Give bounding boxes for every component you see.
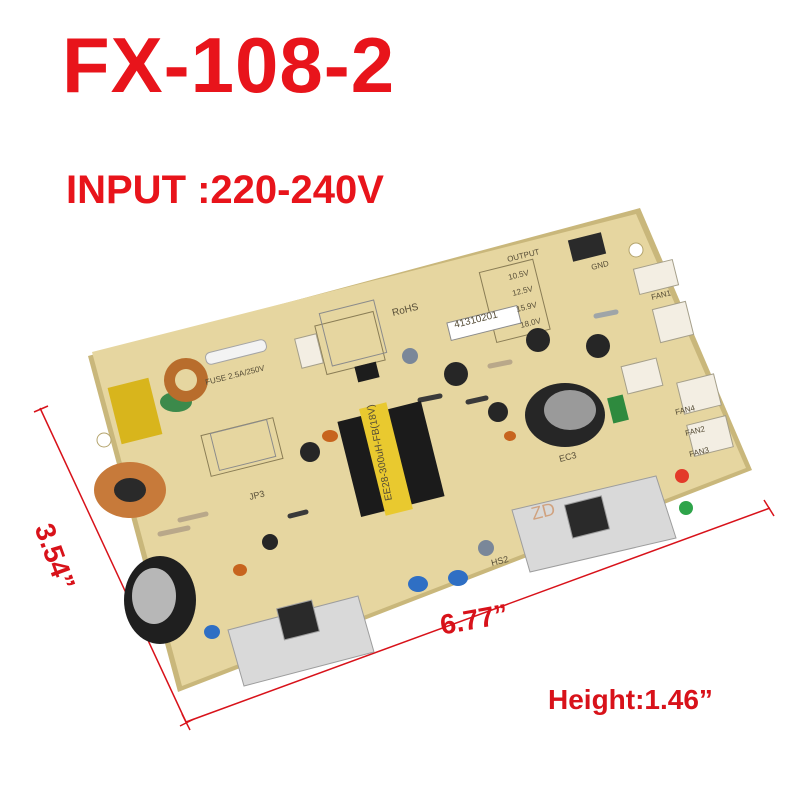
hs2-label: HS2 [490, 554, 509, 568]
heatsinks [227, 475, 677, 687]
gnd-label: GND [590, 259, 610, 272]
label-stickers [209, 299, 522, 472]
resistors [157, 309, 619, 537]
height-dimension-label: Height:1.46” [548, 684, 713, 715]
fan-connectors [294, 232, 734, 457]
ec3-label: EC3 [558, 450, 577, 464]
input-voltage-label: INPUT :220-240V [66, 168, 384, 212]
dimension-lines [33, 405, 775, 731]
inductors [94, 358, 208, 518]
jp3-label: JP3 [248, 488, 265, 501]
model-title: FX-108-2 [62, 21, 396, 109]
transformer [337, 401, 445, 517]
capacitors [124, 328, 610, 644]
fuse [205, 339, 267, 365]
